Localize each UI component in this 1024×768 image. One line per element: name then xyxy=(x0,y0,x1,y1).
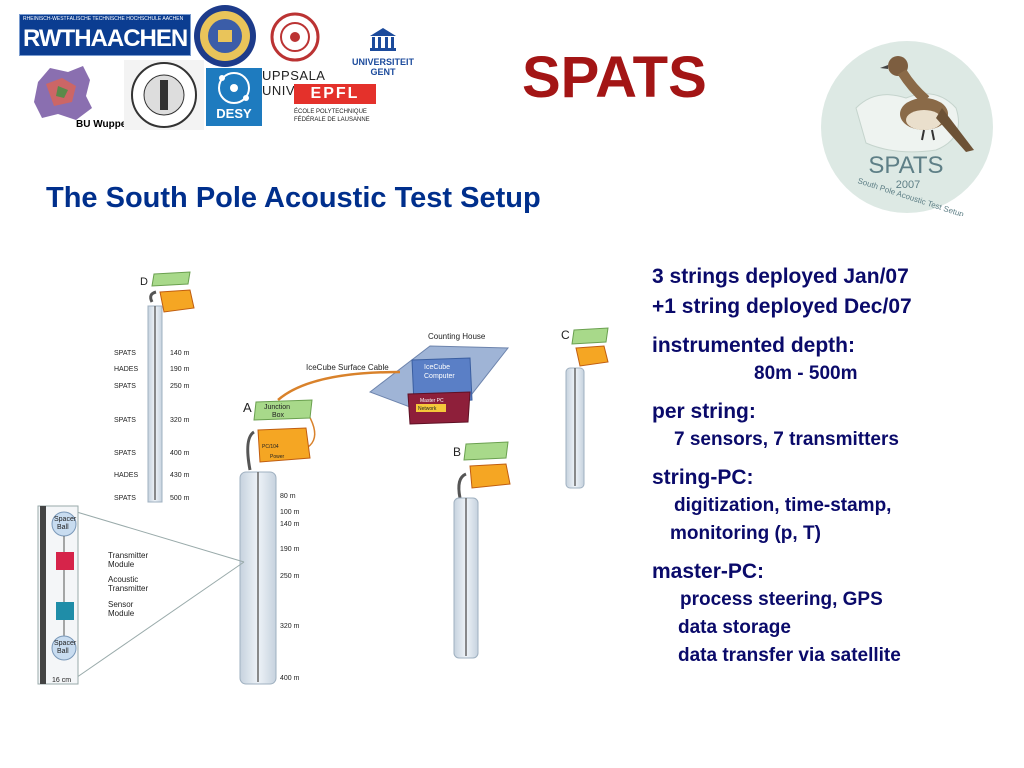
string-d-label: D xyxy=(140,276,148,288)
depth-label-4: SPATS xyxy=(114,450,136,457)
depth-value-3: 320 m xyxy=(170,417,190,424)
spats-diagram: D SPATS 140 m HADES 190 m SPATS 250 m SP… xyxy=(37,271,609,685)
svg-text:Module: Module xyxy=(108,560,135,569)
junction-pc104-label: PC/104 xyxy=(262,444,279,450)
stockholm-seal-logo xyxy=(124,60,204,130)
module-detail: Spacer Ball Spacer Ball Transmitter Modu… xyxy=(37,505,245,685)
info-panel: 3 strings deployed Jan/07 +1 string depl… xyxy=(652,262,1012,670)
rwth-logo-main-text: RWTHAACHEN xyxy=(23,25,188,52)
epfl-logo-subtext: ÉCOLE POLYTECHNIQUE FÉDÉRALE DE LAUSANNE xyxy=(294,109,370,123)
per-string-value: 7 sensors, 7 transmitters xyxy=(674,429,899,450)
string-a-label: A xyxy=(243,400,252,415)
string-c: C xyxy=(561,327,609,489)
depth-label-6: SPATS xyxy=(114,495,136,502)
a-depth-4: 250 m xyxy=(280,573,300,580)
depth-value: 80m - 500m xyxy=(754,363,858,384)
master-pc-label: Master PC xyxy=(420,398,444,404)
gent-logo: UNIVERSITEIT GENT xyxy=(346,26,420,77)
bu-wuppertal-label: BU Wuppertal xyxy=(76,119,142,130)
module-width-label: 16 cm xyxy=(52,677,71,684)
spacer-ball-bottom xyxy=(51,635,77,661)
string-pc-value-2: monitoring (p, T) xyxy=(670,523,821,544)
a-depth-0: 80 m xyxy=(280,493,296,500)
depth-value-6: 500 m xyxy=(170,495,190,502)
badge-year: 2007 xyxy=(896,179,920,191)
svg-text:Ball: Ball xyxy=(57,648,69,655)
string-b: B xyxy=(453,441,511,659)
slide-subtitle: The South Pole Acoustic Test Setup xyxy=(46,182,541,214)
icecube-computer-label: IceCube xyxy=(424,364,450,371)
string-pc-value-1: digitization, time-stamp, xyxy=(674,495,892,516)
depth-heading: instrumented depth: xyxy=(652,334,855,357)
epfl-logo-mark: EPFL xyxy=(294,84,376,104)
desy-logo: DESY xyxy=(206,68,262,126)
network-label: Network xyxy=(418,406,437,412)
gent-building-icon xyxy=(370,28,396,51)
a-depth-1: 100 m xyxy=(280,509,300,516)
desy-atom-icon xyxy=(218,72,250,104)
counting-house-label: Counting House xyxy=(428,332,486,341)
svg-text:Box: Box xyxy=(272,412,285,419)
spats-2007-badge: SPATS 2007 South Pole Acoustic Test Setu… xyxy=(821,41,993,216)
gent-logo-text: UNIVERSITEIT GENT xyxy=(351,57,414,77)
rwth-logo: RHEINISCH-WESTFÄLISCHE TECHNISCHE HOCHSC… xyxy=(19,14,191,56)
info-line-2: +1 string deployed Dec/07 xyxy=(652,295,912,318)
svg-text:Ball: Ball xyxy=(57,524,69,531)
junction-power-label: Power xyxy=(270,454,285,460)
master-pc-heading: master-PC: xyxy=(652,560,765,583)
depth-label-5: HADES xyxy=(114,472,138,479)
depth-label-1: HADES xyxy=(114,366,138,373)
depth-label-2: SPATS xyxy=(114,383,136,390)
rwth-logo-small-text: RHEINISCH-WESTFÄLISCHE TECHNISCHE HOCHSC… xyxy=(23,16,184,22)
uppsala-seal-logo xyxy=(270,12,320,62)
string-c-label: C xyxy=(561,328,570,342)
junction-box-label: Junction xyxy=(264,404,290,411)
depth-table: SPATS 140 m HADES 190 m SPATS 250 m SPAT… xyxy=(114,350,190,502)
sensor-module xyxy=(56,602,74,620)
depth-value-1: 190 m xyxy=(170,366,190,373)
svg-text:Module: Module xyxy=(108,609,135,618)
desy-logo-text: DESY xyxy=(216,106,252,121)
string-b-label: B xyxy=(453,445,461,459)
info-line-1: 3 strings deployed Jan/07 xyxy=(652,265,909,288)
depth-label-0: SPATS xyxy=(114,350,136,357)
icecube-cable xyxy=(40,506,46,684)
master-pc-value-3: data transfer via satellite xyxy=(678,645,901,666)
master-pc-value-2: data storage xyxy=(678,617,791,638)
a-depth-2: 140 m xyxy=(280,521,300,528)
sensor-module-label: Sensor xyxy=(108,600,134,609)
svg-text:Transmitter: Transmitter xyxy=(108,584,148,593)
transmitter-module-label: Transmitter xyxy=(108,551,148,560)
counting-house: Counting House IceCube Computer Master P… xyxy=(368,332,510,425)
depth-value-0: 140 m xyxy=(170,350,190,357)
master-pc-value-1: process steering, GPS xyxy=(680,589,883,610)
a-depth-5: 320 m xyxy=(280,623,300,630)
string-a: A Junction Box PC/104 Power 80 m 100 m 1… xyxy=(239,399,313,685)
svg-text:Computer: Computer xyxy=(424,373,455,380)
surface-cable xyxy=(277,370,401,401)
depth-value-5: 430 m xyxy=(170,472,190,479)
transmitter-module xyxy=(56,552,74,570)
depth-value-2: 250 m xyxy=(170,383,190,390)
a-depth-3: 190 m xyxy=(280,546,300,553)
badge-title: SPATS xyxy=(868,152,943,179)
rwth-logo-banner xyxy=(19,14,191,56)
string-d: D xyxy=(140,271,195,503)
acoustic-transmitter-label: Acoustic xyxy=(108,575,138,584)
a-depth-6: 400 m xyxy=(280,675,300,682)
surface-cable-label: IceCube Surface Cable xyxy=(306,363,389,372)
spacer-ball-bottom-label: Spacer xyxy=(54,640,77,647)
per-string-heading: per string: xyxy=(652,400,756,423)
epfl-logo: EPFL ÉCOLE POLYTECHNIQUE FÉDÉRALE DE LAU… xyxy=(294,84,376,124)
wuppertal-map-logo xyxy=(34,66,92,120)
depth-value-4: 400 m xyxy=(170,450,190,457)
depth-label-3: SPATS xyxy=(114,417,136,424)
string-pc-heading: string-PC: xyxy=(652,466,754,489)
university-seal-logo xyxy=(194,5,256,67)
slide-title: SPATS xyxy=(522,45,707,110)
spacer-ball-top-label: Spacer xyxy=(54,516,77,523)
